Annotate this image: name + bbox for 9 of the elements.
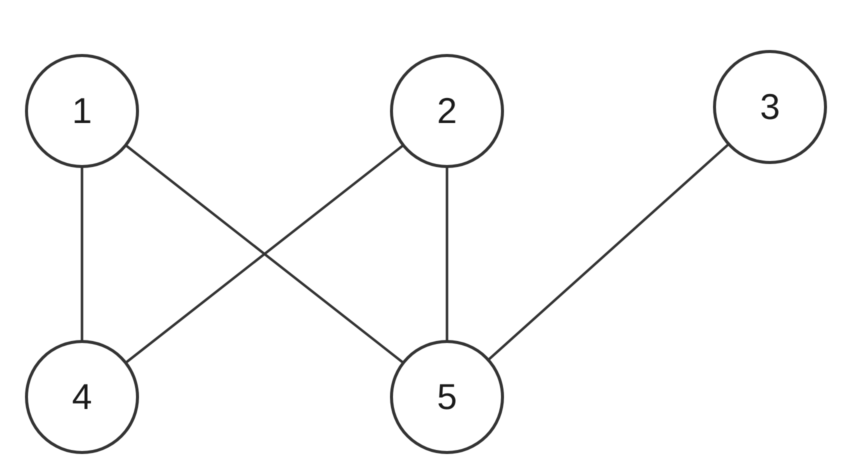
- node-number: 2: [436, 93, 458, 129]
- connector-line: [80, 167, 84, 341]
- node-number: 5: [436, 379, 458, 415]
- crossing-connector-lines: [124, 144, 404, 364]
- node-number: 3: [760, 89, 780, 125]
- connector-line: [488, 143, 730, 361]
- node-number: 4: [72, 379, 92, 415]
- node-number: 1: [72, 93, 92, 129]
- connector-line: [446, 167, 448, 341]
